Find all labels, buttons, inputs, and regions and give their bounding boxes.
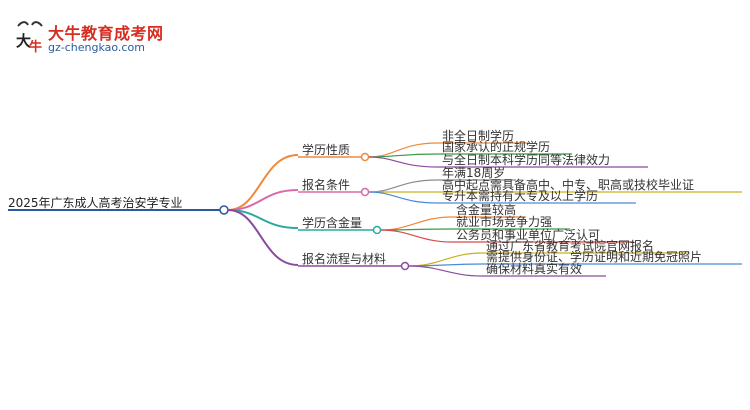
brand-name: 大牛教育成考网 xyxy=(48,24,164,43)
leaf-b3-0[interactable]: 通过广东省教育考试院官网报名 xyxy=(486,239,655,253)
leaf-b0-1[interactable]: 国家承认的正规学历 xyxy=(442,140,551,154)
bull-logo-icon: 大 牛 xyxy=(16,21,43,54)
svg-text:大: 大 xyxy=(16,32,31,50)
leaf-b2-2[interactable]: 公务员和事业单位广泛认可 xyxy=(456,228,601,242)
branch-knob-3 xyxy=(400,261,410,271)
branch-education-nature[interactable]: 学历性质 xyxy=(302,143,351,157)
leaf-b1-1[interactable]: 高中起点需具备高中、中专、职高或技校毕业证 xyxy=(442,178,695,192)
brand-url[interactable]: gz-chengkao.com xyxy=(48,41,145,54)
leaf-b3-1[interactable]: 需提供身份证、学历证明和近期免冠照片 xyxy=(486,250,703,264)
leaf-b0-2[interactable]: 与全日制本科学历同等法律效力 xyxy=(442,153,611,167)
branch-value[interactable]: 学历含金量 xyxy=(302,216,363,230)
branch-knob-2 xyxy=(372,225,382,235)
link-root-branch-0 xyxy=(227,154,299,211)
leaf-b1-0[interactable]: 年满18周岁 xyxy=(442,166,506,180)
link-b2-leaf-2 xyxy=(380,229,634,243)
branch-knob-1 xyxy=(360,187,370,197)
branch-process[interactable]: 报名流程与材料 xyxy=(302,252,387,266)
brand-logo[interactable]: 大 牛 大牛教育成考网 gz-chengkao.com xyxy=(8,14,168,58)
link-b3-leaf-2 xyxy=(408,265,606,277)
root-knob xyxy=(219,205,229,215)
link-root-branch-1 xyxy=(227,189,299,211)
leaf-b2-1[interactable]: 就业市场竞争力强 xyxy=(456,215,553,229)
link-b1-leaf-2 xyxy=(368,191,636,204)
svg-text:牛: 牛 xyxy=(29,39,42,54)
leaf-b2-0[interactable]: 含金量较高 xyxy=(456,203,517,217)
branch-knob-0 xyxy=(360,152,370,162)
leaf-b3-2[interactable]: 确保材料真实有效 xyxy=(486,262,583,276)
link-root-branch-2 xyxy=(227,209,299,229)
link-b0-leaf-2 xyxy=(368,156,648,168)
mindmap-root[interactable]: 2025年广东成人高考治安学专业 xyxy=(8,196,183,210)
branch-requirements[interactable]: 报名条件 xyxy=(302,178,351,192)
link-root-branch-3 xyxy=(227,209,299,266)
leaf-b1-2[interactable]: 专升本需持有大专及以上学历 xyxy=(442,189,599,203)
leaf-b0-0[interactable]: 非全日制学历 xyxy=(442,129,515,143)
